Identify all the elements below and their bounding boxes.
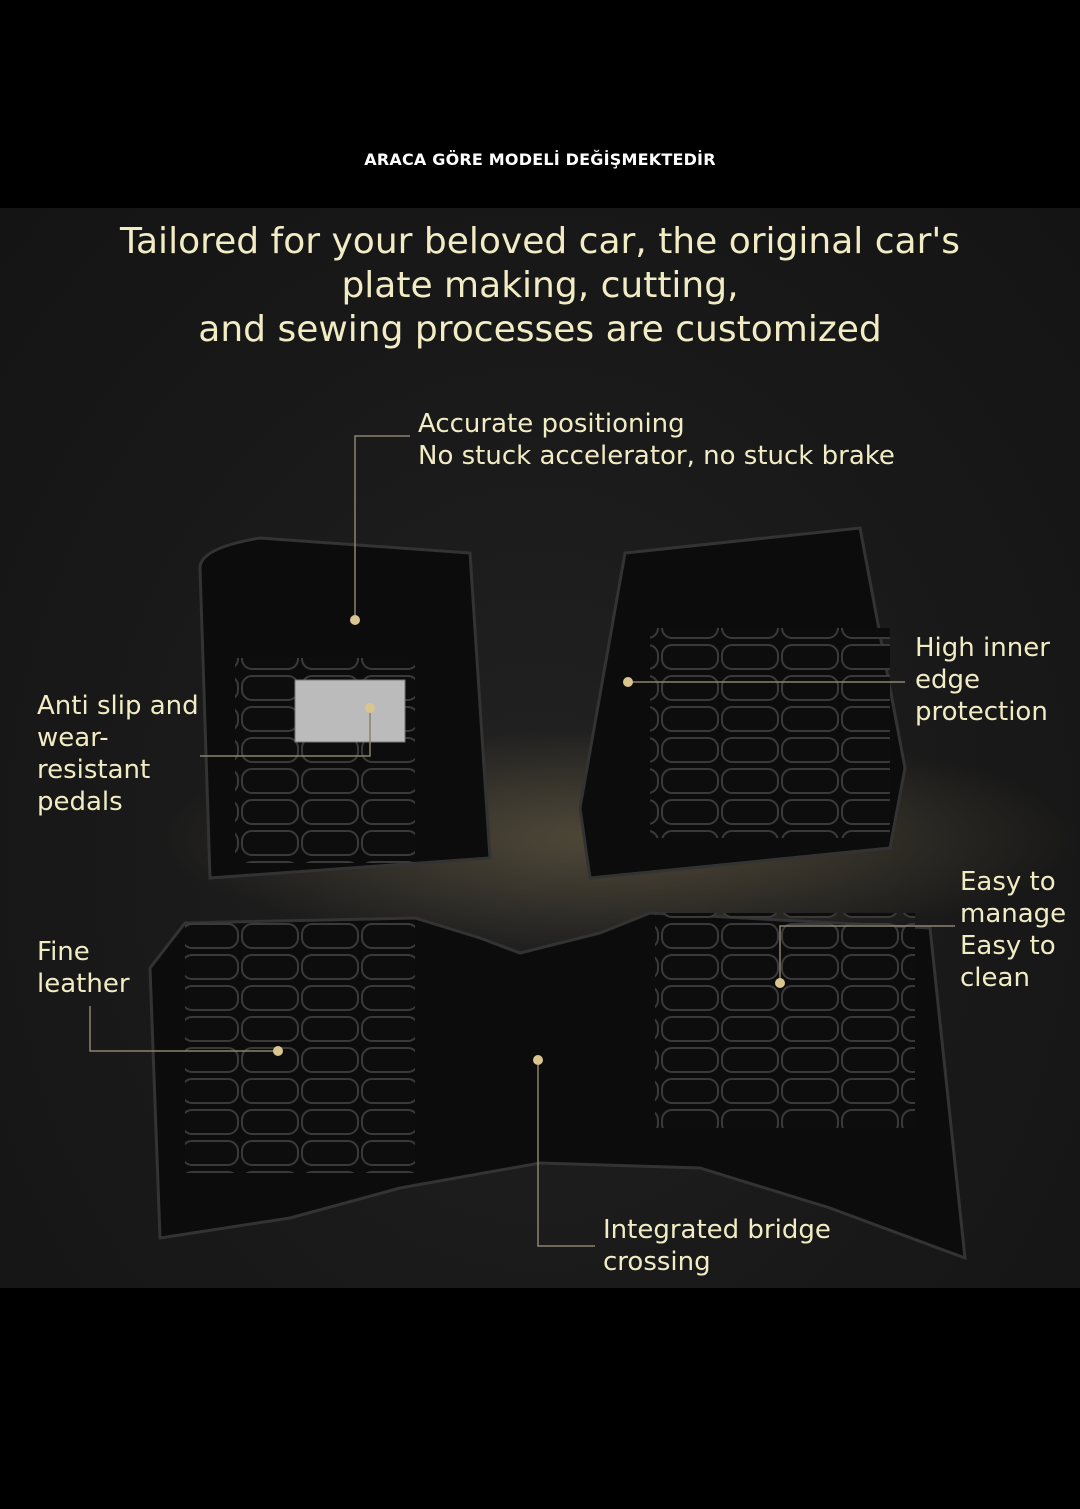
callout-text: edge (915, 665, 980, 695)
callout-text: protection (915, 697, 1048, 727)
callout-text: High inner (915, 633, 1050, 663)
headline-line: Tailored for your beloved car, the origi… (119, 221, 961, 262)
callout-text: Integrated bridge (603, 1215, 831, 1245)
product-photo: Tailored for your beloved car, the origi… (0, 208, 1080, 1288)
callout-text: manage (960, 899, 1067, 929)
pedal-plate (294, 679, 406, 743)
headline: Tailored for your beloved car, the origi… (0, 220, 1080, 352)
callout-text: Easy to (960, 867, 1056, 897)
callout-edge: High inner edge protection (915, 632, 1050, 728)
callout-manage: Easy to manage Easy to clean (960, 866, 1066, 994)
callout-text: wear- (37, 723, 109, 753)
variant-notice-banner: ARACA GÖRE MODELİ DEĞİŞMEKTEDİR (364, 150, 716, 169)
callout-text: Anti slip and (37, 691, 199, 721)
callout-lines (89, 435, 955, 1247)
callout-text: Fine (37, 937, 90, 967)
callout-pedals: Anti slip and wear- resistant pedals (37, 690, 199, 818)
callout-positioning: Accurate positioning No stuck accelerato… (418, 408, 895, 472)
headline-line: and sewing processes are customized (198, 309, 882, 350)
callout-bridge: Integrated bridge crossing (603, 1214, 831, 1278)
callout-text: leather (37, 969, 130, 999)
driver-mat (198, 536, 492, 880)
passenger-mat (578, 526, 907, 880)
callout-text: Accurate positioning (418, 409, 685, 439)
callout-text: No stuck accelerator, no stuck brake (418, 441, 895, 471)
callout-dots (273, 615, 785, 1065)
rear-mat (148, 911, 967, 1261)
callout-text: Easy to (960, 931, 1056, 961)
floor-mats-illustration (89, 435, 1080, 1261)
callout-text: pedals (37, 787, 123, 817)
headline-line: plate making, cutting, (341, 265, 739, 306)
callout-text: clean (960, 963, 1030, 993)
callout-text: crossing (603, 1247, 711, 1277)
callout-leather: Fine leather (37, 936, 130, 1000)
callout-text: resistant (37, 755, 151, 785)
